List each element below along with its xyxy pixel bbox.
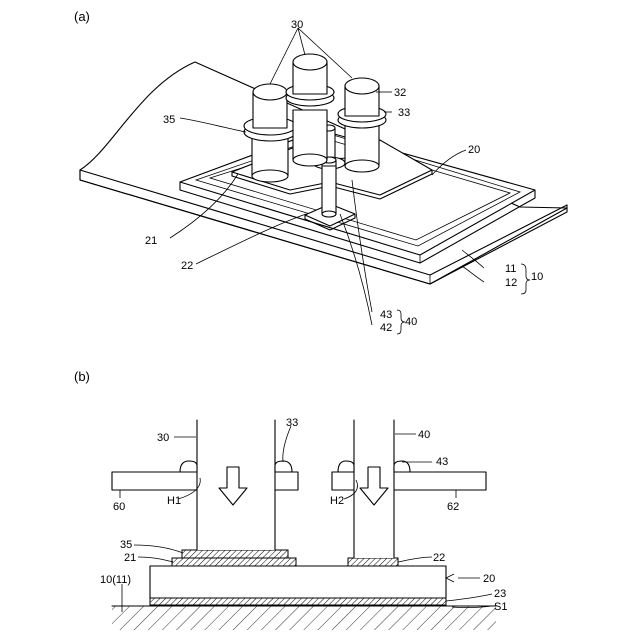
label-b-35: 35 — [120, 539, 132, 551]
label-a-11: 11 — [505, 263, 516, 275]
label-a-21: 21 — [145, 235, 157, 247]
label-a-33: 33 — [398, 107, 410, 119]
label-b-20: 20 — [483, 573, 495, 585]
label-a-43: 43 — [380, 309, 392, 321]
panel-a-label: (a) — [74, 9, 90, 24]
panel-a: (a) — [74, 9, 567, 334]
label-a-40: 40 — [405, 316, 417, 328]
electrode-22-section — [348, 558, 398, 566]
label-b-23: 23 — [494, 588, 506, 600]
label-b-21: 21 — [124, 552, 136, 564]
label-b-30: 30 — [157, 432, 169, 444]
label-b-33: 33 — [286, 417, 298, 429]
label-b-22: 22 — [433, 552, 445, 564]
bump-43-left — [338, 461, 354, 472]
label-b-40: 40 — [418, 429, 430, 441]
label-b-62: 62 — [447, 501, 459, 513]
label-b-h1: H1 — [167, 495, 181, 507]
bump-33-right — [275, 461, 292, 472]
bump-33-left — [180, 461, 197, 472]
ground-s1 — [112, 606, 496, 630]
panel-b: (b) — [74, 369, 507, 630]
label-b-43: 43 — [436, 456, 448, 468]
panel-b-label: (b) — [74, 369, 90, 384]
label-a-32: 32 — [394, 87, 406, 99]
label-b-60: 60 — [113, 501, 125, 513]
electrode-21-section — [172, 558, 296, 566]
label-b-s1: S1 — [494, 601, 507, 613]
label-a-30: 30 — [291, 19, 303, 31]
label-a-22: 22 — [181, 260, 193, 272]
label-b-h2: H2 — [330, 495, 344, 507]
label-a-10: 10 — [531, 271, 543, 283]
bump-43-right — [394, 461, 410, 472]
label-a-12: 12 — [505, 277, 517, 289]
layer-35-section — [182, 550, 288, 558]
label-b-10-11: 10(11) — [100, 574, 131, 586]
label-a-42: 42 — [380, 322, 392, 334]
label-a-20: 20 — [468, 144, 480, 156]
label-a-35: 35 — [163, 114, 175, 126]
pin-middle — [286, 54, 334, 166]
device-20-section — [150, 566, 446, 605]
